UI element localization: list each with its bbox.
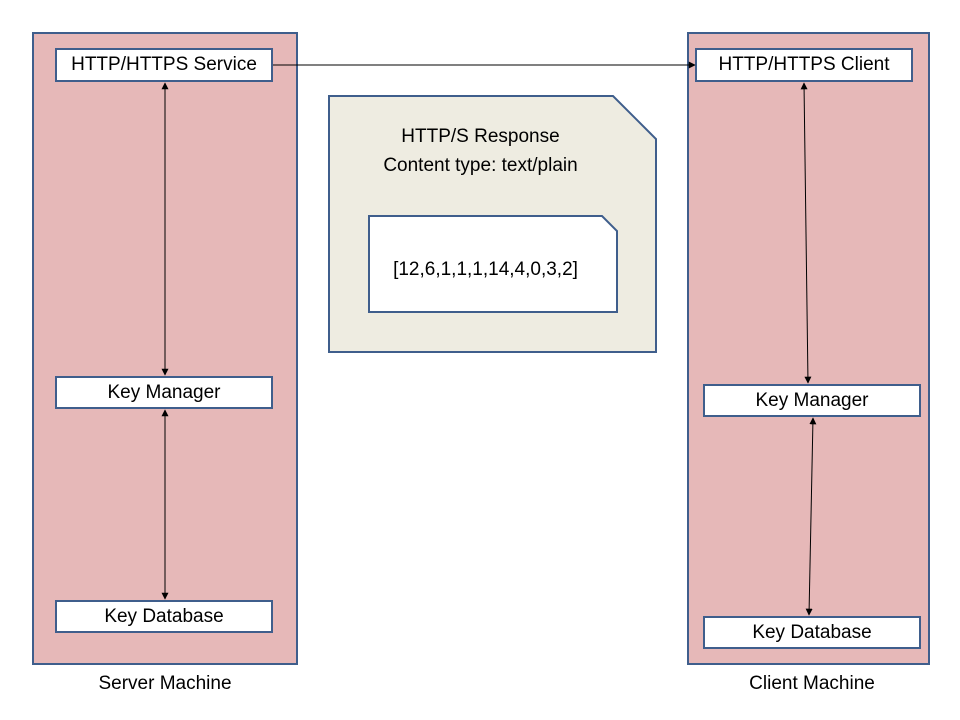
client-key-manager-label: Key Manager <box>755 389 869 411</box>
client-key-manager-box: Key Manager <box>703 384 921 417</box>
server-key-database-box: Key Database <box>55 600 273 633</box>
server-key-database-label: Key Database <box>104 605 224 627</box>
response-payload: [12,6,1,1,1,14,4,0,3,2] <box>393 259 578 280</box>
server-key-manager-box: Key Manager <box>55 376 273 409</box>
http-service-box: HTTP/HTTPS Service <box>55 48 273 82</box>
http-service-label: HTTP/HTTPS Service <box>71 54 257 75</box>
http-client-label: HTTP/HTTPS Client <box>718 54 890 75</box>
response-content-type: Content type: text/plain <box>383 155 578 176</box>
client-key-database-box: Key Database <box>703 616 921 649</box>
http-client-box: HTTP/HTTPS Client <box>695 48 913 82</box>
payload-document-shape <box>368 215 618 313</box>
response-title: HTTP/S Response <box>401 126 560 147</box>
server-key-manager-label: Key Manager <box>107 381 221 403</box>
client-machine-caption: Client Machine <box>749 673 875 694</box>
server-machine-caption: Server Machine <box>98 673 232 694</box>
client-keymanager-database-arrow <box>805 417 817 616</box>
client-client-keymanager-arrow <box>800 82 812 384</box>
client-key-database-label: Key Database <box>752 621 872 643</box>
